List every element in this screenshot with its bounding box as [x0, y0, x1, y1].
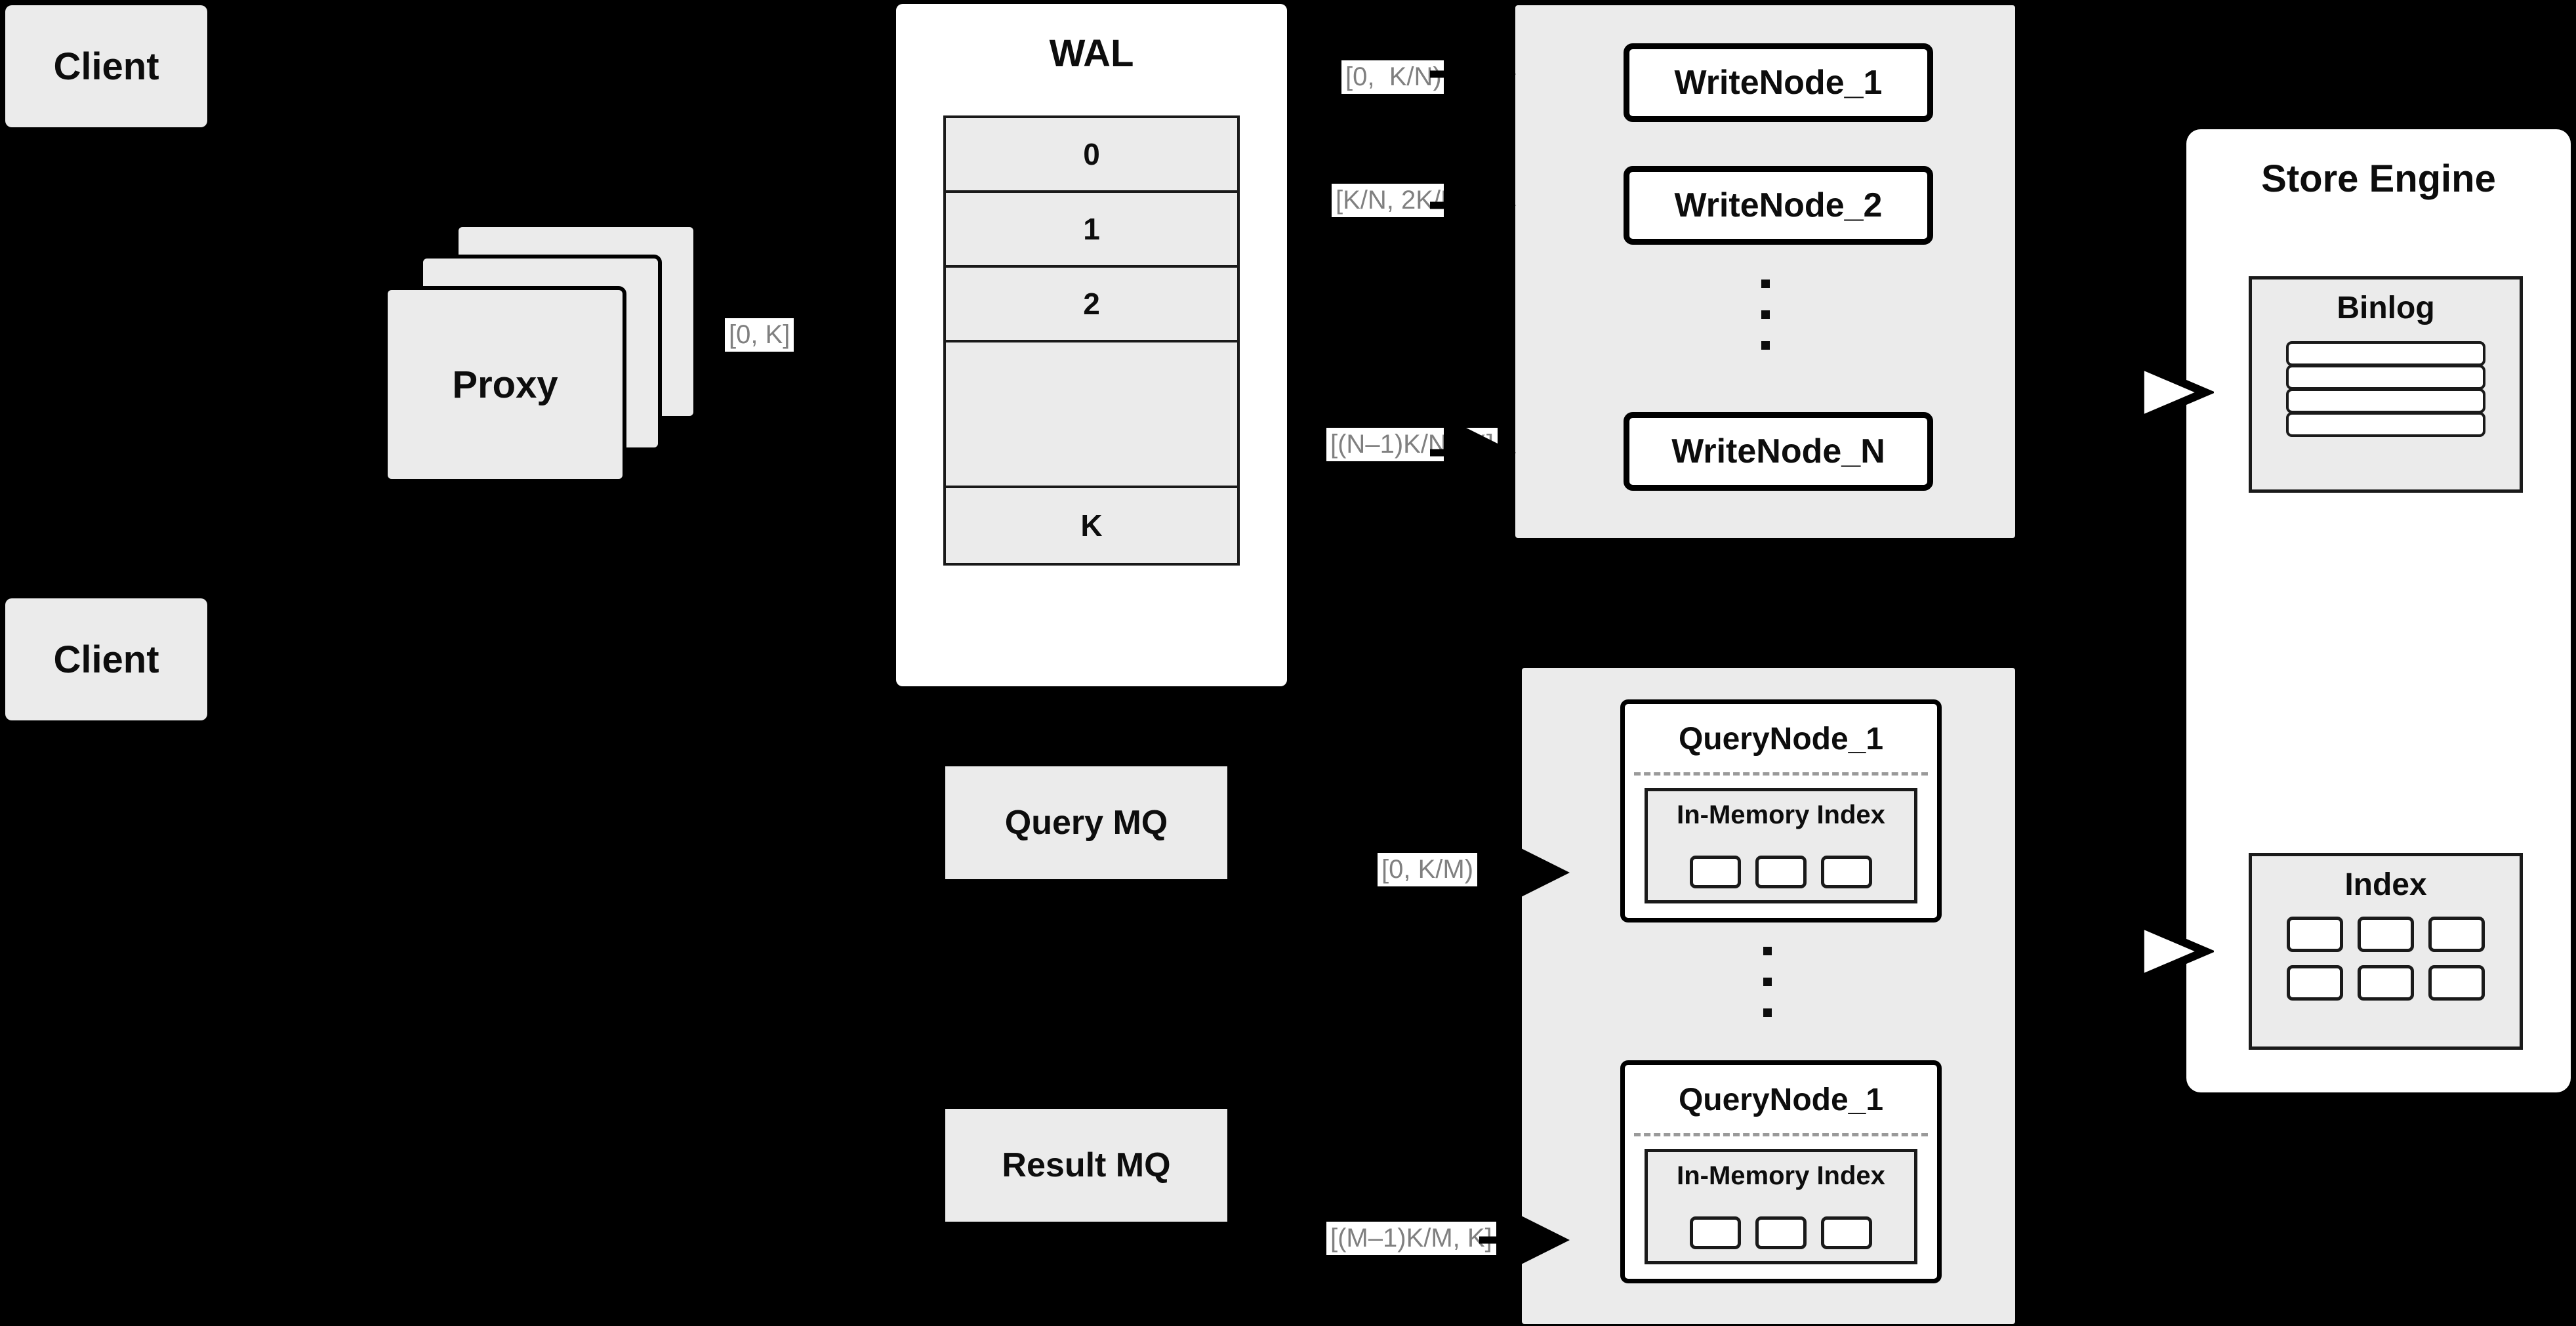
store-engine-title: Store Engine [2261, 157, 2496, 200]
wal-row: K [946, 488, 1237, 563]
index-cell [1755, 856, 1807, 888]
binlog-row [2286, 412, 2485, 437]
binlog-box: Binlog [2249, 276, 2523, 493]
client-label-2: Client [53, 638, 159, 681]
wal-panel: WAL 0 1 2 K [896, 4, 1287, 686]
index-cell [2428, 965, 2485, 1001]
query-mq-box[interactable]: Query MQ [945, 766, 1227, 879]
ellipsis-dot [1761, 310, 1770, 319]
write-node-ellipsis [1761, 280, 1770, 350]
index-cell [2287, 965, 2343, 1001]
ellipsis-dot [1763, 947, 1772, 955]
index-cell [1821, 856, 1872, 888]
binlog-title: Binlog [2337, 291, 2435, 325]
query-node-2[interactable]: QueryNode_1 In-Memory Index [1620, 1060, 1942, 1283]
range-label-write-node-2: [K/N, 2K/N) [1332, 184, 1473, 218]
ellipsis-dot [1761, 341, 1770, 350]
binlog-row [2286, 365, 2485, 390]
index-cell [2358, 917, 2414, 952]
wal-row-list: 0 1 2 K [943, 115, 1240, 566]
in-memory-index-1-title: In-Memory Index [1677, 800, 1885, 829]
ellipsis-dot [1763, 978, 1772, 986]
in-memory-index-1: In-Memory Index [1645, 788, 1917, 903]
index-grid [2252, 917, 2520, 1001]
binlog-row [2286, 341, 2485, 366]
index-cell [1690, 1216, 1741, 1249]
proxy-label: Proxy [452, 363, 558, 406]
index-row [2287, 917, 2485, 952]
client-box-1[interactable]: Client [5, 5, 207, 127]
write-node-1[interactable]: WriteNode_1 [1624, 43, 1933, 122]
query-node-2-divider [1634, 1133, 1928, 1136]
write-node-cluster: WriteNode_1 WriteNode_2 WriteNode_N [1515, 5, 2015, 538]
write-node-n[interactable]: WriteNode_N [1624, 412, 1933, 491]
query-node-1-divider [1634, 772, 1928, 776]
wal-row: 1 [946, 193, 1237, 268]
in-memory-index-2: In-Memory Index [1645, 1149, 1917, 1264]
range-label-write-node-n: [(N–1)K/N, K] [1326, 428, 1498, 462]
proxy-stack[interactable]: Proxy [384, 223, 705, 492]
binlog-row-list [2286, 341, 2485, 437]
index-cell [1690, 856, 1741, 888]
write-node-n-label: WriteNode_N [1671, 432, 1885, 470]
query-node-ellipsis [1763, 947, 1772, 1017]
ellipsis-dot [1763, 1008, 1772, 1017]
ellipsis-dot [1761, 280, 1770, 288]
query-node-2-title: QueryNode_1 [1678, 1083, 1884, 1117]
index-row [2287, 965, 2485, 1001]
wal-row: 0 [946, 118, 1237, 193]
range-label-write-node-1: [0, K/N) [1341, 60, 1446, 94]
proxy-card-front[interactable]: Proxy [384, 286, 626, 483]
client-label-1: Client [53, 45, 159, 88]
index-title: Index [2344, 867, 2427, 902]
result-mq-box[interactable]: Result MQ [945, 1109, 1227, 1222]
write-node-2-label: WriteNode_2 [1674, 186, 1883, 224]
range-label-query-node-2: [(M–1)K/M, K] [1326, 1222, 1496, 1256]
index-cell [2358, 965, 2414, 1001]
in-memory-index-1-cells [1648, 856, 1914, 888]
wal-title: WAL [1049, 32, 1134, 75]
query-node-1-title: QueryNode_1 [1678, 722, 1884, 756]
index-cell [1821, 1216, 1872, 1249]
index-cell [2287, 917, 2343, 952]
result-mq-label: Result MQ [1002, 1146, 1171, 1184]
in-memory-index-2-title: In-Memory Index [1677, 1161, 1885, 1190]
query-mq-label: Query MQ [1004, 804, 1168, 842]
query-node-cluster: QueryNode_1 In-Memory Index QueryNode_1 … [1522, 668, 2015, 1324]
range-label-proxy-to-wal: [0, K] [725, 318, 794, 352]
wal-row: 2 [946, 268, 1237, 342]
query-node-1[interactable]: QueryNode_1 In-Memory Index [1620, 699, 1942, 922]
range-label-query-node-1: [0, K/M) [1378, 853, 1478, 887]
store-engine-panel: Store Engine Binlog Index [2186, 129, 2571, 1092]
wal-row-ellipsis [946, 342, 1237, 488]
index-box: Index [2249, 853, 2523, 1050]
client-box-2[interactable]: Client [5, 598, 207, 720]
index-cell [2428, 917, 2485, 952]
write-node-2[interactable]: WriteNode_2 [1624, 166, 1933, 245]
write-node-1-label: WriteNode_1 [1674, 64, 1883, 102]
binlog-row [2286, 388, 2485, 413]
in-memory-index-2-cells [1648, 1216, 1914, 1249]
index-cell [1755, 1216, 1807, 1249]
